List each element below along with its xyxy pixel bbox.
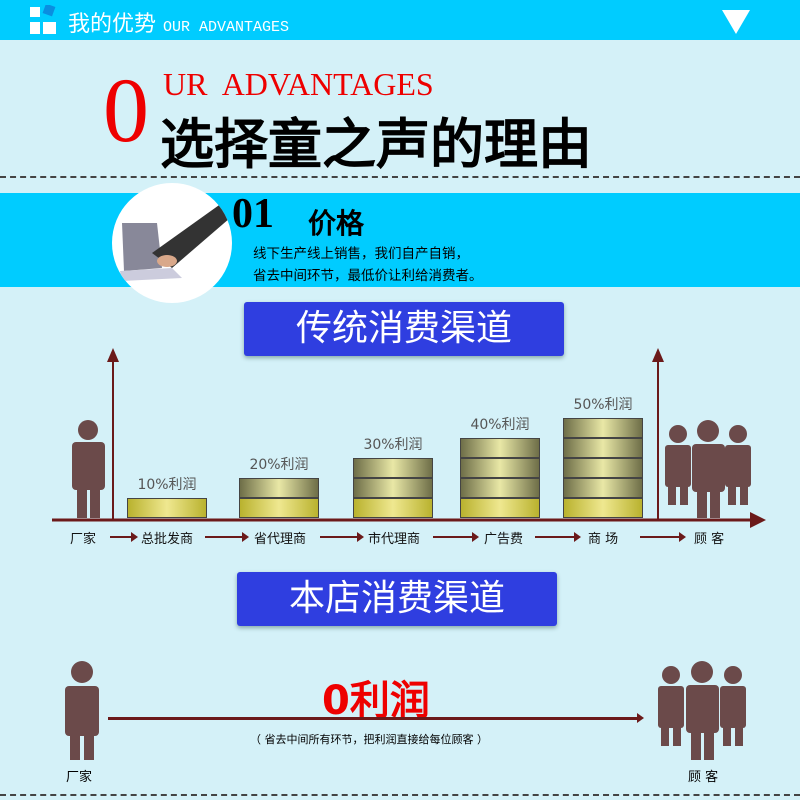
person-icon [72, 420, 105, 518]
bar-block [353, 478, 433, 498]
store-note: （ 省去中间所有环节，把利润直接给每位顾客 ） [250, 733, 488, 746]
zero-profit: 0利润 [322, 678, 430, 724]
bar-block [460, 478, 540, 498]
divider [0, 794, 800, 796]
profit-label: 40%利润 [470, 417, 530, 433]
chain-arrow [320, 532, 364, 542]
chain-label: 广告费 [484, 532, 524, 547]
to-label: 顾 客 [688, 770, 719, 785]
bar-block [563, 478, 643, 498]
customers-icon [665, 420, 751, 518]
bar-block [353, 458, 433, 478]
bar-block [563, 418, 643, 438]
store-title: 本店消费渠道 [237, 572, 557, 626]
profit-label: 20%利润 [249, 457, 309, 473]
chain-arrow [640, 532, 686, 542]
hero-en: UR ADVANTAGES [163, 66, 434, 102]
chain-arrow [433, 532, 479, 542]
feature-title: 价格 [308, 207, 365, 240]
traditional-title: 传统消费渠道 [244, 302, 564, 356]
chain-label: 总批发商 [141, 532, 194, 547]
direct-arrow [108, 713, 644, 723]
chain-label: 市代理商 [368, 532, 421, 547]
from-label: 厂家 [66, 770, 93, 785]
hero-zero: 0 [103, 59, 149, 161]
bar-block [563, 458, 643, 478]
chain-label: 顾 客 [694, 532, 725, 547]
chain-label: 商 场 [588, 532, 619, 547]
bar-block [460, 498, 540, 518]
profit-bar [353, 458, 433, 518]
customers-icon [658, 661, 746, 760]
bar-block [239, 498, 319, 518]
profit-label: 10%利润 [137, 477, 197, 493]
handshake-image [112, 183, 232, 303]
bar-block [460, 438, 540, 458]
profit-bar [563, 418, 643, 518]
bar-block [239, 478, 319, 498]
header-title: 我的优势 OUR ADVANTAGES [68, 12, 290, 37]
chain-label: 厂家 [70, 532, 97, 547]
profit-bar [127, 498, 207, 518]
bar-block [353, 498, 433, 518]
feature-number: 01 [232, 191, 274, 237]
person-icon [65, 661, 99, 760]
triangle-down-icon[interactable] [722, 10, 750, 34]
hero-title: 选择童之声的理由 [160, 113, 592, 176]
profit-label: 30%利润 [363, 437, 423, 453]
profit-bar [239, 478, 319, 518]
logo-icon [30, 5, 56, 34]
chain-arrow [535, 532, 581, 542]
chain-arrow [110, 532, 138, 542]
store-people [65, 661, 746, 760]
divider [0, 176, 800, 178]
bar-block [563, 498, 643, 518]
header-bar: 我的优势 OUR ADVANTAGES [0, 0, 800, 40]
bar-block [460, 458, 540, 478]
feature-desc: 线下生产线上销售，我们自产自销，省去中间环节，最低价让利给消费者。 [253, 246, 483, 284]
chain-arrow [205, 532, 249, 542]
chain-label: 省代理商 [254, 532, 307, 547]
bar-block [127, 498, 207, 518]
bar-block [563, 438, 643, 458]
profit-label: 50%利润 [573, 397, 633, 413]
profit-bar [460, 438, 540, 518]
